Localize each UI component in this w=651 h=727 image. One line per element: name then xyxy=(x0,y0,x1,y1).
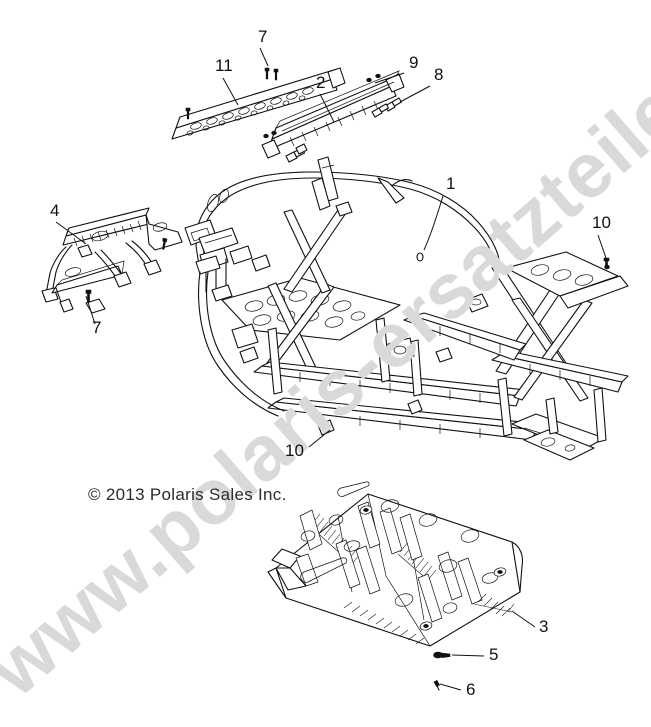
callout-1-leader xyxy=(423,195,444,251)
callout-1-label: 1 xyxy=(446,174,455,193)
part-5-rivet xyxy=(433,651,451,659)
callout-6-leader xyxy=(439,683,462,691)
callout-8[interactable]: 8 xyxy=(399,65,443,103)
part-4-front-bumper-guard xyxy=(41,207,183,314)
part-9-rivets xyxy=(263,73,381,139)
callout-3-label: 3 xyxy=(539,617,548,636)
skid-plate-bottom-zigzag xyxy=(343,601,425,645)
callout-7-top[interactable]: 7 xyxy=(258,27,269,67)
part-7-bolts-top xyxy=(264,67,279,81)
callout-4-label: 4 xyxy=(50,201,59,220)
callout-7-left[interactable]: 7 xyxy=(85,295,101,337)
callout-7-top-leader xyxy=(259,47,269,67)
callout-8-leader xyxy=(399,85,431,103)
callout-2[interactable]: 2 xyxy=(316,73,335,123)
callout-5-label: 5 xyxy=(489,645,498,664)
callout-10-right-label: 10 xyxy=(592,213,611,232)
skid-plate-edge-zigzag xyxy=(473,593,515,617)
callout-10-bottom-leader xyxy=(308,429,331,448)
callout-9-label: 9 xyxy=(409,53,418,72)
callout-7-left-leader xyxy=(85,295,96,325)
callout-5[interactable]: 5 xyxy=(451,645,498,664)
part-11-perforated-rail xyxy=(171,67,346,140)
part-7-bolt-part4 xyxy=(85,237,168,303)
callout-8-label: 8 xyxy=(434,65,443,84)
callout-9[interactable]: 9 xyxy=(374,53,418,84)
part-6-pin xyxy=(433,679,441,691)
callout-10-right[interactable]: 10 xyxy=(592,213,611,259)
callout-5-leader xyxy=(451,654,485,657)
part-8-screws xyxy=(371,97,403,118)
copyright-notice: © 2013 Polaris Sales Inc. xyxy=(88,485,287,504)
skid-plate-holes xyxy=(300,499,499,614)
part-1-main-frame xyxy=(184,156,629,461)
callout-2-label: 2 xyxy=(316,73,325,92)
callout-11[interactable]: 11 xyxy=(215,56,239,106)
part-7-bolt-left xyxy=(185,107,191,120)
part-3-skid-plate xyxy=(267,481,524,647)
skid-plate-mount-eyelets xyxy=(359,505,507,631)
callout-10-right-leader xyxy=(597,234,607,259)
callout-6-label: 6 xyxy=(466,680,475,699)
callout-3-leader xyxy=(511,610,536,628)
part-10-plug-right xyxy=(603,257,610,270)
skid-plate-ribs xyxy=(295,501,483,623)
callout-6[interactable]: 6 xyxy=(439,680,475,699)
callout-4[interactable]: 4 xyxy=(50,201,87,245)
callout-4-leader xyxy=(55,221,87,245)
callout-7-top-label: 7 xyxy=(258,27,267,46)
callout-9-leader xyxy=(374,72,405,84)
callout-2-leader xyxy=(319,93,335,123)
callout-10-bottom-label: 10 xyxy=(285,441,304,460)
part-8-screws-lower xyxy=(285,143,308,163)
callout-11-label: 11 xyxy=(215,56,233,75)
callout-3[interactable]: 3 xyxy=(511,610,548,636)
callout-1[interactable]: 1 xyxy=(423,174,455,251)
callout-10-bottom[interactable]: 10 xyxy=(285,429,331,460)
callout-11-leader xyxy=(222,77,239,106)
callout-7-left-label: 7 xyxy=(92,318,101,337)
